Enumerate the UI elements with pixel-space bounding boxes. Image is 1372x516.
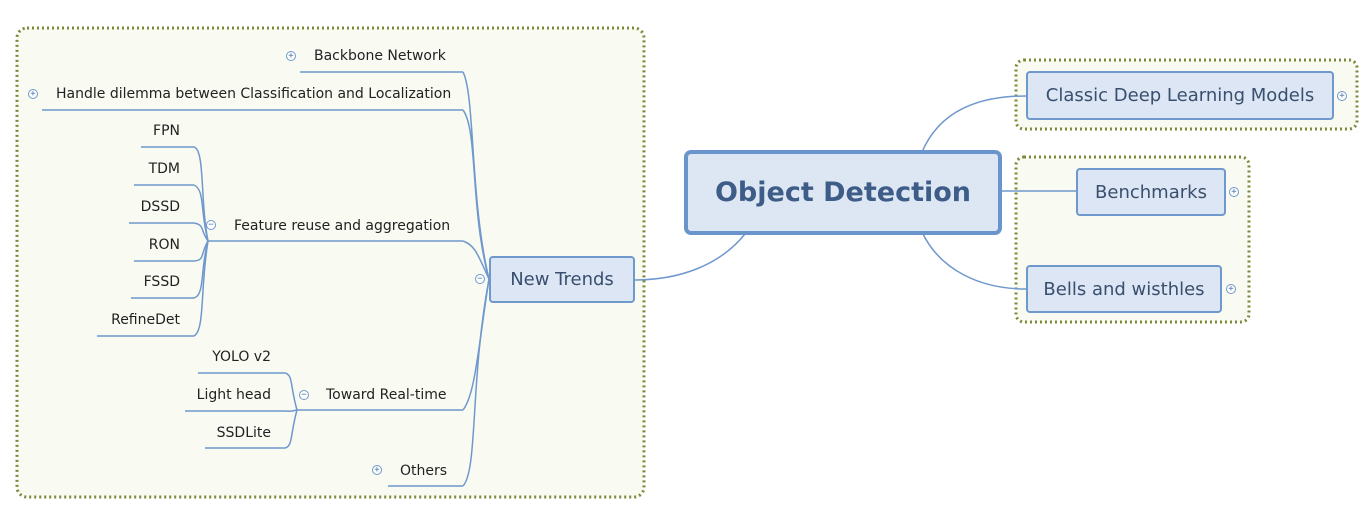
topic-benchmarks-label: Benchmarks bbox=[1095, 181, 1207, 203]
topic-classic-label: Classic Deep Learning Models bbox=[1045, 85, 1315, 106]
leaf-yolo-v2[interactable]: YOLO v2 bbox=[212, 349, 271, 365]
expand-toggle-icon[interactable]: + bbox=[1226, 284, 1236, 294]
topic-new-trends[interactable]: New Trends bbox=[489, 256, 635, 303]
connector-rt-yolo bbox=[284, 372, 298, 411]
connector-feature-ron bbox=[193, 240, 209, 262]
leaf-ron[interactable]: RON bbox=[148, 237, 180, 253]
connector-feature-refinedet bbox=[193, 240, 209, 337]
connector-root-bells bbox=[921, 231, 1027, 290]
connector-nt-feature bbox=[462, 240, 490, 280]
topic-bells-label: Bells and wisthles bbox=[1043, 278, 1205, 300]
topic-new-trends-label: New Trends bbox=[510, 269, 614, 290]
leaf-fpn[interactable]: FPN bbox=[153, 123, 180, 139]
leaf-light-head[interactable]: Light head bbox=[196, 387, 271, 403]
connector-root-newtrends bbox=[633, 233, 746, 281]
expand-toggle-icon[interactable]: + bbox=[372, 465, 382, 475]
topic-bells-and-whistles[interactable]: Bells and wisthles bbox=[1026, 265, 1222, 313]
connector-feature-tdm bbox=[193, 184, 209, 242]
leaf-dssd[interactable]: DSSD bbox=[140, 199, 180, 215]
connector-rt-ssdlite bbox=[284, 409, 298, 449]
expand-toggle-icon[interactable]: + bbox=[286, 51, 296, 61]
subtopic-backbone-network[interactable]: Backbone Network bbox=[314, 48, 446, 64]
expand-toggle-icon[interactable]: + bbox=[28, 89, 38, 99]
connector-nt-others bbox=[462, 278, 490, 487]
collapse-toggle-icon[interactable]: − bbox=[299, 390, 309, 400]
root-topic-label: Object Detection bbox=[714, 177, 972, 208]
subtopic-toward-real-time[interactable]: Toward Real-time bbox=[326, 387, 447, 403]
subtopic-handle-dilemma[interactable]: Handle dilemma between Classification an… bbox=[56, 86, 452, 102]
expand-toggle-icon[interactable]: + bbox=[1229, 187, 1239, 197]
collapse-toggle-icon[interactable]: − bbox=[206, 220, 216, 230]
boundary-new-trends bbox=[15, 26, 646, 499]
connector-nt-dilemma bbox=[462, 109, 490, 280]
connector-root-classic bbox=[921, 95, 1027, 153]
leaf-ssdlite[interactable]: SSDLite bbox=[216, 425, 271, 441]
subtopic-feature-reuse[interactable]: Feature reuse and aggregation bbox=[234, 218, 451, 234]
leaf-tdm[interactable]: TDM bbox=[148, 161, 180, 177]
collapse-toggle-icon[interactable]: − bbox=[475, 274, 485, 284]
topic-benchmarks[interactable]: Benchmarks bbox=[1076, 168, 1226, 216]
connector-rt-lighthead bbox=[284, 409, 298, 412]
subtopic-others[interactable]: Others bbox=[400, 463, 448, 479]
expand-toggle-icon[interactable]: + bbox=[1337, 91, 1347, 101]
leaf-fssd[interactable]: FSSD bbox=[143, 274, 180, 290]
leaf-refinedet[interactable]: RefineDet bbox=[111, 312, 180, 328]
root-topic[interactable]: Object Detection bbox=[684, 150, 1002, 235]
connector-feature-dssd bbox=[193, 222, 209, 242]
topic-classic-deep-learning-models[interactable]: Classic Deep Learning Models bbox=[1026, 71, 1334, 120]
